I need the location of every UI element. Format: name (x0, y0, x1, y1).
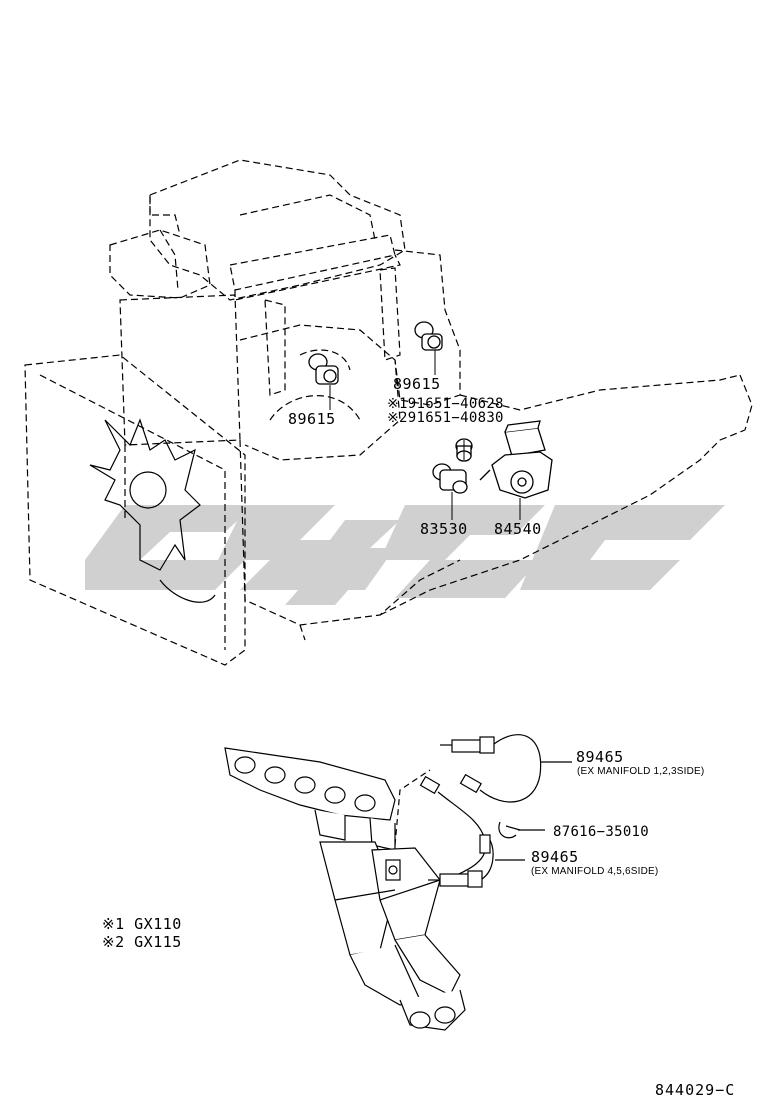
engine-assembly (24, 159, 753, 666)
sensor-89615-right (414, 321, 443, 351)
switch-84540 (479, 420, 553, 499)
oxygen-sensor-top (440, 734, 542, 803)
callout-89615-left: 89615 (288, 410, 336, 428)
callout-87616-35010: 87616−35010 (553, 824, 650, 840)
callout-89465-bottom: 89465 (531, 848, 579, 866)
watermark-logo (85, 505, 725, 605)
callout-89465-top-note: (EX MANIFOLD 1,2,3SIDE) (577, 766, 705, 777)
legend-item-gx110: ※1 GX110 (102, 915, 182, 933)
callout-83530: 83530 (420, 520, 468, 538)
cooling-fan (89, 418, 216, 603)
engine-sensors (308, 321, 553, 499)
callout-89615-right: 89615 (393, 375, 441, 393)
oxygen-sensor-harness (419, 775, 491, 881)
legend-item-gx115: ※2 GX115 (102, 933, 182, 951)
callout-89465-top: 89465 (576, 748, 624, 766)
callout-leader-lines (329, 350, 521, 520)
diagram-reference-code: 844029−C (655, 1081, 736, 1099)
sensor-89615-left (308, 353, 339, 385)
oxygen-sensors-89465 (394, 734, 572, 888)
callout-84540: 84540 (494, 520, 542, 538)
clamp-87616 (498, 821, 521, 839)
callout-191651-40628: ※191651−40628 (387, 396, 504, 412)
oxygen-sensor-bottom (428, 839, 494, 888)
callout-291651-40830: ※291651−40830 (387, 410, 504, 426)
callout-89465-bottom-note: (EX MANIFOLD 4,5,6SIDE) (531, 866, 659, 877)
exhaust-manifold-assembly (224, 747, 466, 1031)
switch-83530 (432, 463, 468, 494)
